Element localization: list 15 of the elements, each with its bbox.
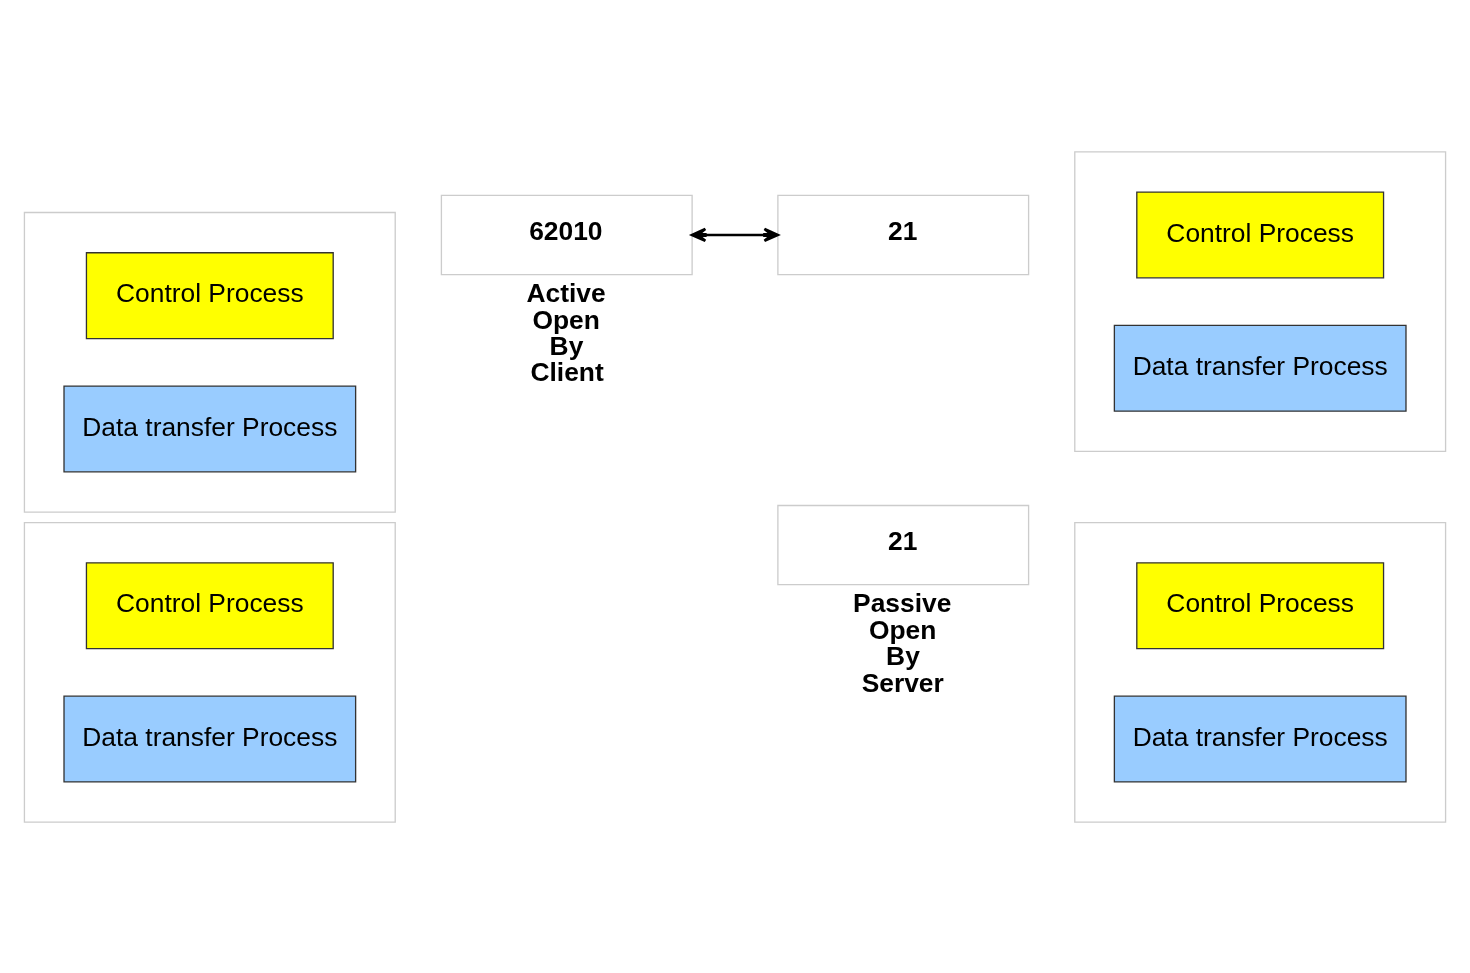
node-box: Data transfer Process xyxy=(63,384,357,472)
node-box: Data transfer Process xyxy=(1113,324,1407,412)
cluster xyxy=(23,211,396,513)
node-label: Passive Open By Server xyxy=(853,587,952,698)
node-box: Data transfer Process xyxy=(1113,695,1407,783)
cluster xyxy=(23,521,396,823)
cluster xyxy=(1074,521,1447,823)
node-box: Control Process xyxy=(1136,561,1385,649)
node-box: Control Process xyxy=(85,251,334,339)
arrow xyxy=(690,227,779,242)
node-label: Active Open By Client xyxy=(526,277,606,387)
cluster xyxy=(1074,150,1447,452)
node-box: Data transfer Process xyxy=(63,695,357,783)
node-box: Control Process xyxy=(1136,190,1385,278)
node-box: Control Process xyxy=(85,561,334,649)
